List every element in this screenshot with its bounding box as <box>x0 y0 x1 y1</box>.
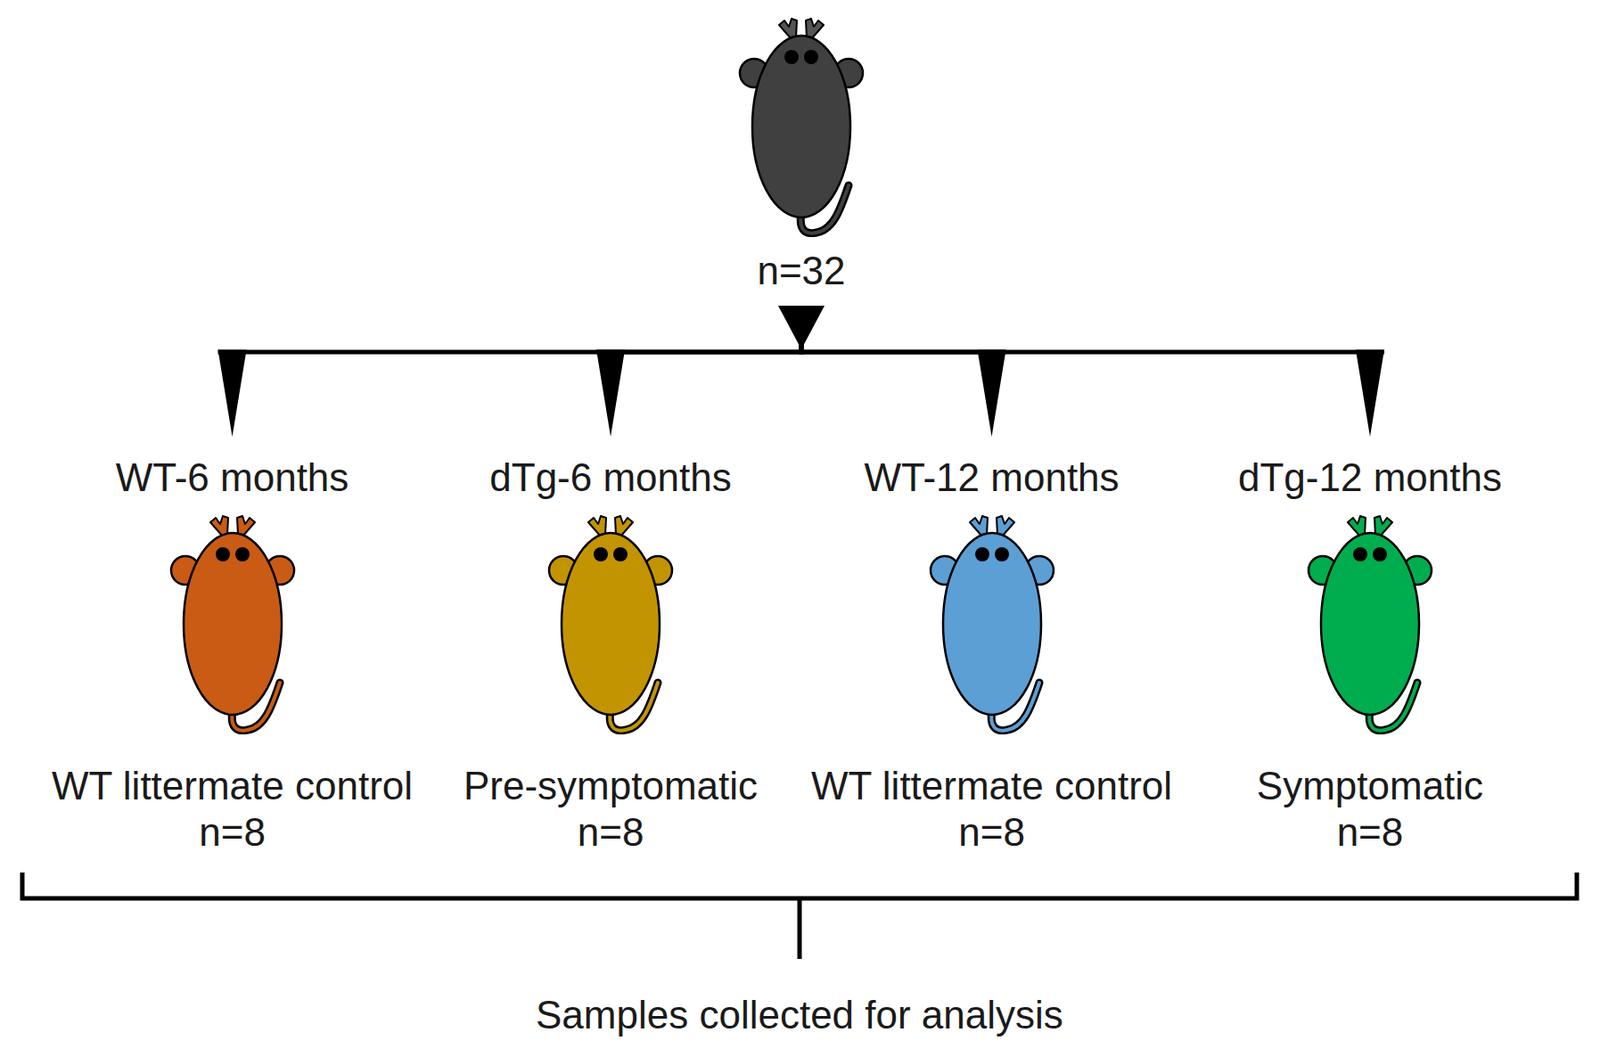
mouse-body <box>943 533 1042 715</box>
connector-line <box>218 305 802 353</box>
mouse-icon <box>1303 515 1437 735</box>
mouse-eye <box>613 547 628 562</box>
split-connector <box>801 305 1385 437</box>
group-heading: dTg-6 months <box>463 454 758 501</box>
connector-line <box>801 305 1385 353</box>
mouse-eye <box>593 547 608 562</box>
mouse-eye <box>784 49 799 65</box>
bracket-stem <box>797 898 803 960</box>
group-node: dTg-6 monthsPre-symptomaticn=8 <box>463 436 758 864</box>
split-connector <box>218 305 802 437</box>
mouse-eye <box>235 547 250 562</box>
sample-count: n=32 <box>734 247 869 294</box>
mouse-eye <box>994 547 1010 562</box>
group-bracket <box>22 872 1577 899</box>
mouse-eye <box>975 547 990 562</box>
sample-count: n=8 <box>1238 809 1502 855</box>
mouse-body <box>183 533 282 715</box>
group-heading: WT-6 months <box>51 454 413 501</box>
connector-line <box>596 305 802 353</box>
group-description: Symptomatic <box>1238 763 1502 809</box>
arrow-head <box>218 350 247 438</box>
mouse-body <box>752 35 851 218</box>
split-connector <box>801 305 1007 437</box>
split-connector <box>596 305 802 437</box>
group-node: WT-6 months WT littermate controln=8 <box>51 436 413 864</box>
mouse-icon <box>925 515 1059 735</box>
arrow-head <box>977 350 1007 438</box>
arrow-head <box>596 350 625 438</box>
mouse-icon <box>165 515 300 735</box>
sample-count: n=8 <box>811 809 1173 855</box>
sample-count: n=8 <box>51 809 413 855</box>
mouse-icon <box>543 515 678 735</box>
caption-label: Samples collected for analysis <box>535 992 1064 1038</box>
group-heading: WT-12 months <box>811 454 1173 501</box>
mouse-icon <box>734 17 869 238</box>
mouse-eye <box>804 49 819 65</box>
group-description: WT littermate control <box>51 763 413 809</box>
group-description: Pre-symptomatic <box>463 763 758 809</box>
source-node: n=32 <box>734 17 869 306</box>
connector-line <box>801 305 1007 353</box>
group-heading: dTg-12 months <box>1238 454 1502 501</box>
group-description: WT littermate control <box>811 763 1173 809</box>
group-node: WT-12 months WT littermate controln=8 <box>811 436 1173 864</box>
mouse-body <box>1321 533 1420 715</box>
mouse-body <box>561 533 660 715</box>
mouse-eye <box>215 547 230 562</box>
mouse-eye <box>1353 547 1368 562</box>
group-node: dTg-12 monthsSymptomaticn=8 <box>1238 436 1502 864</box>
arrow-head <box>1355 350 1385 438</box>
mouse-eye <box>1372 547 1387 562</box>
sample-count: n=8 <box>463 809 758 855</box>
